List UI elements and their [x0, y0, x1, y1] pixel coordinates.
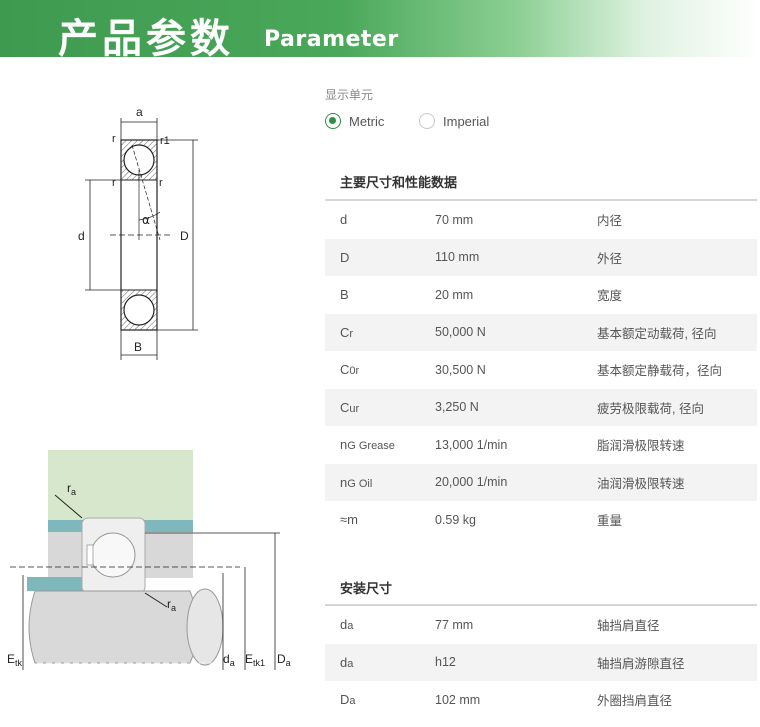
mount-section-divider	[325, 604, 757, 606]
svg-text:r: r	[159, 177, 163, 189]
table-row: d 70 mm 内径	[325, 201, 757, 239]
svg-text:Etk: Etk	[7, 652, 23, 668]
param-symbol: Da	[340, 692, 356, 708]
param-symbol: B	[340, 287, 349, 303]
param-value: 20 mm	[435, 287, 474, 302]
param-description: 外径	[597, 251, 623, 266]
param-value: 30,500 N	[435, 362, 486, 377]
metric-radio-label: Metric	[349, 113, 385, 129]
svg-text:Da: Da	[277, 652, 291, 668]
svg-text:ra: ra	[67, 481, 76, 497]
param-description: 基本额定静载荷，径向	[597, 364, 723, 379]
main-section-title: 主要尺寸和性能数据	[340, 175, 458, 190]
label-a: a	[136, 105, 143, 119]
mount-section-title: 安装尺寸	[340, 581, 393, 596]
param-description: 脂润滑极限转速	[597, 439, 685, 454]
imperial-radio[interactable]: Imperial	[419, 113, 489, 129]
param-description: 内径	[597, 214, 623, 229]
svg-text:r: r	[112, 133, 116, 145]
svg-text:α: α	[142, 213, 150, 227]
param-symbol: C0r	[340, 362, 360, 378]
table-row: da 77 mm 轴挡肩直径	[325, 606, 757, 644]
param-symbol: Cur	[340, 399, 360, 415]
label-B: B	[134, 340, 142, 354]
param-value: 20,000 1/min	[435, 475, 508, 490]
param-description: 疲劳极限载荷, 径向	[597, 401, 704, 416]
header-banner: 产品参数 Parameter	[0, 0, 760, 62]
param-value: 77 mm	[435, 617, 474, 632]
param-description: 宽度	[597, 289, 623, 304]
param-value: 0.59 kg	[435, 512, 477, 527]
svg-text:da: da	[223, 652, 235, 668]
svg-text:r1: r1	[160, 135, 170, 147]
param-value: 13,000 1/min	[435, 437, 508, 452]
param-value: 3,250 N	[435, 400, 479, 415]
mounting-dimension-drawing: ra ra Etk da Etk1 Da	[7, 450, 291, 670]
table-row: D 110 mm 外径	[325, 238, 757, 276]
param-symbol: ≈m	[340, 512, 358, 528]
banner-title-cn: 产品参数	[58, 16, 234, 62]
param-value: 102 mm	[435, 692, 481, 707]
table-row: B 20 mm 宽度	[325, 276, 757, 314]
table-row: da h12 轴挡肩游隙直径	[325, 643, 757, 681]
table-row: Cr 50,000 N 基本额定动载荷, 径向	[325, 313, 757, 351]
table-row: ≈m 0.59 kg 重量	[325, 501, 757, 539]
imperial-radio-indicator[interactable]	[419, 113, 435, 129]
mount-data-table: da 77 mm 轴挡肩直径 da h12 轴挡肩游隙直径 Da 102 mm 外圈挡肩直径	[325, 606, 757, 719]
display-unit-label: 显示单元	[325, 88, 374, 102]
param-description: 轴挡肩游隙直径	[597, 656, 685, 671]
param-description: 油润滑极限转速	[597, 476, 685, 491]
param-symbol: nG Grease	[340, 437, 395, 453]
param-symbol: d	[340, 212, 348, 228]
param-symbol: D	[340, 249, 350, 265]
svg-text:ra: ra	[167, 597, 176, 613]
main-section-divider	[325, 199, 757, 201]
param-description: 基本额定动载荷, 径向	[597, 326, 717, 341]
banner-title-en: Parameter	[264, 27, 399, 52]
imperial-radio-label: Imperial	[443, 113, 490, 129]
param-value: 110 mm	[435, 250, 480, 265]
param-symbol: da	[340, 617, 354, 633]
table-row: Da 102 mm 外圈挡肩直径	[325, 681, 757, 719]
main-data-table: d 70 mm 内径 D 110 mm 外径 B 20 mm 宽度 Cr 50,000 N 基本额定动…	[325, 201, 757, 539]
param-value: 70 mm	[435, 212, 474, 227]
metric-radio-indicator[interactable]	[325, 113, 341, 129]
param-description: 外圈挡肩直径	[597, 694, 673, 709]
param-value: 50,000 N	[435, 325, 486, 340]
table-row: nG Oil 20,000 1/min 油润滑极限转速	[325, 463, 757, 501]
param-description: 轴挡肩直径	[597, 619, 660, 634]
param-symbol: nG Oil	[340, 474, 373, 490]
svg-text:r: r	[112, 177, 116, 189]
param-value: h12	[435, 655, 456, 670]
table-row: Cur 3,250 N 疲劳极限载荷, 径向	[325, 388, 757, 426]
param-symbol: da	[340, 654, 354, 670]
param-symbol: Cr	[340, 324, 354, 340]
svg-text:Etk1: Etk1	[245, 652, 265, 668]
label-d: d	[78, 229, 85, 243]
param-description: 重量	[597, 514, 623, 529]
bearing-dimension-drawing: a r r1 r r α d D B	[78, 105, 198, 360]
label-D: D	[180, 229, 189, 243]
table-row: C0r 30,500 N 基本额定静载荷，径向	[325, 351, 757, 389]
table-row: nG Grease 13,000 1/min 脂润滑极限转速	[325, 426, 757, 464]
metric-radio[interactable]: Metric	[325, 113, 384, 129]
